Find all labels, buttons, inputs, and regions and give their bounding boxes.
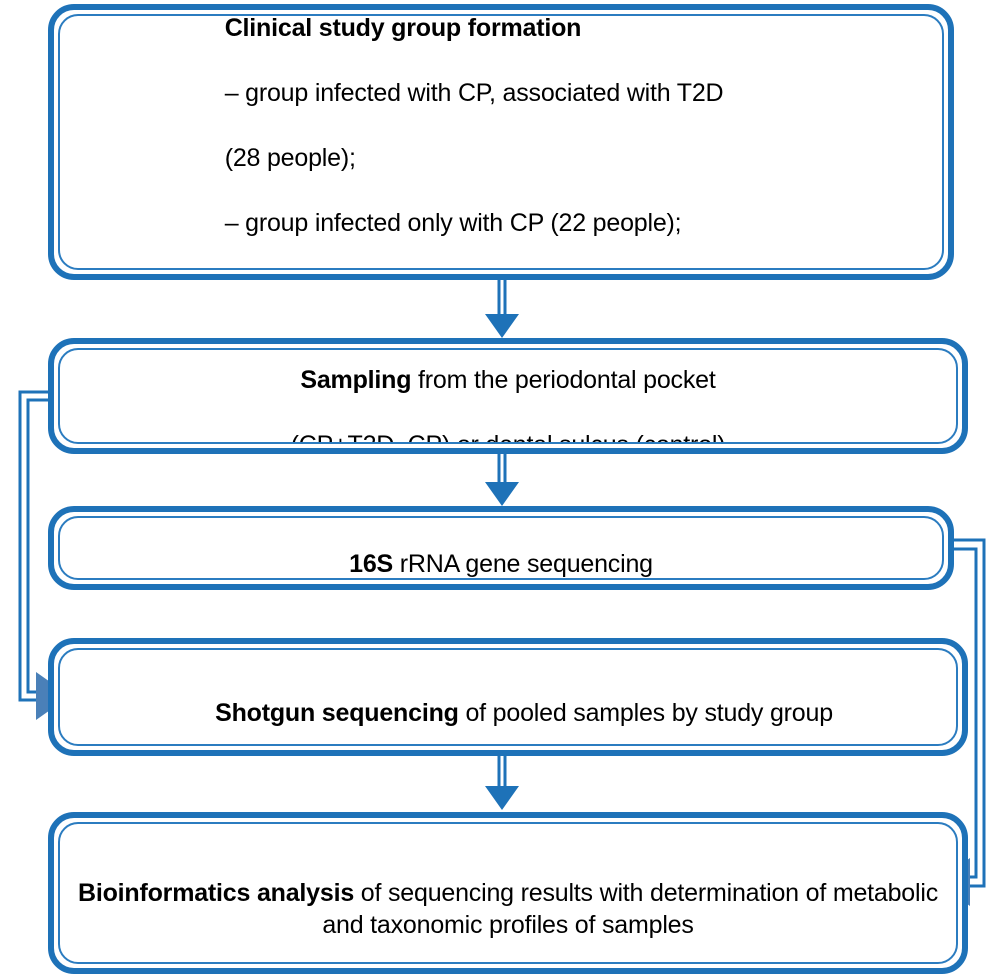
node-sequencing-16s-heading: 16S [349,550,393,578]
node-shotgun-text: Shotgun sequencing of pooled samples by … [169,665,847,730]
node-sequencing-16s-text: 16S rRNA gene sequencing [335,518,667,578]
node-bioinformatics-rest: of sequencing results with determination… [322,878,939,940]
node-bioinformatics-heading: Bioinformatics analysis [77,878,355,907]
node-group-formation-line-3: – group infected only with CP (22 people… [224,209,682,237]
arrow-3-stem [497,756,507,788]
node-shotgun-heading: Shotgun sequencing [215,699,459,727]
node-group-formation-line-2: (28 people); [224,144,356,172]
node-sampling-inner: Sampling from the periodontal pocket (CP… [58,348,958,444]
node-sampling-text: Sampling from the periodontal pocket (CP… [277,350,740,443]
node-sampling-heading: Sampling [300,365,412,394]
arrow-3-head [485,786,519,810]
node-group-formation-line-1: – group infected with CP, associated wit… [224,79,724,107]
arrow-2-head [485,482,519,506]
node-sampling-rest: from the periodontal pocket [411,365,716,394]
node-sequencing-16s-inner: 16S rRNA gene sequencing [58,516,944,580]
arrow-1-stem [497,280,507,316]
arrow-1-head [485,314,519,338]
node-sequencing-16s-rest: rRNA gene sequencing [393,550,653,578]
node-shotgun-rest: of pooled samples by study group [458,699,833,727]
node-shotgun-inner: Shotgun sequencing of pooled samples by … [58,648,958,746]
node-group-formation-text: Clinical study group formation – group i… [167,14,836,268]
node-bioinformatics[interactable]: Bioinformatics analysis of sequencing re… [48,812,968,974]
node-bioinformatics-text: Bioinformatics analysis of sequencing re… [60,844,956,942]
node-group-formation[interactable]: Clinical study group formation – group i… [48,4,954,280]
node-bioinformatics-inner: Bioinformatics analysis of sequencing re… [58,822,958,964]
arrow-2-stem [497,454,507,484]
node-sequencing-16s[interactable]: 16S rRNA gene sequencing [48,506,954,590]
node-group-formation-inner: Clinical study group formation – group i… [58,14,944,270]
arrow-shotgun-to-bioinformatics [485,756,519,814]
node-group-formation-heading: Clinical study group formation [224,14,582,42]
arrow-sampling-to-16s [485,454,519,510]
node-shotgun[interactable]: Shotgun sequencing of pooled samples by … [48,638,968,756]
node-sampling-line-2: (CP+T2D, CP) or dental sulcus (control) [291,431,726,443]
node-sampling[interactable]: Sampling from the periodontal pocket (CP… [48,338,968,454]
arrow-group-formation-to-sampling [485,280,519,340]
